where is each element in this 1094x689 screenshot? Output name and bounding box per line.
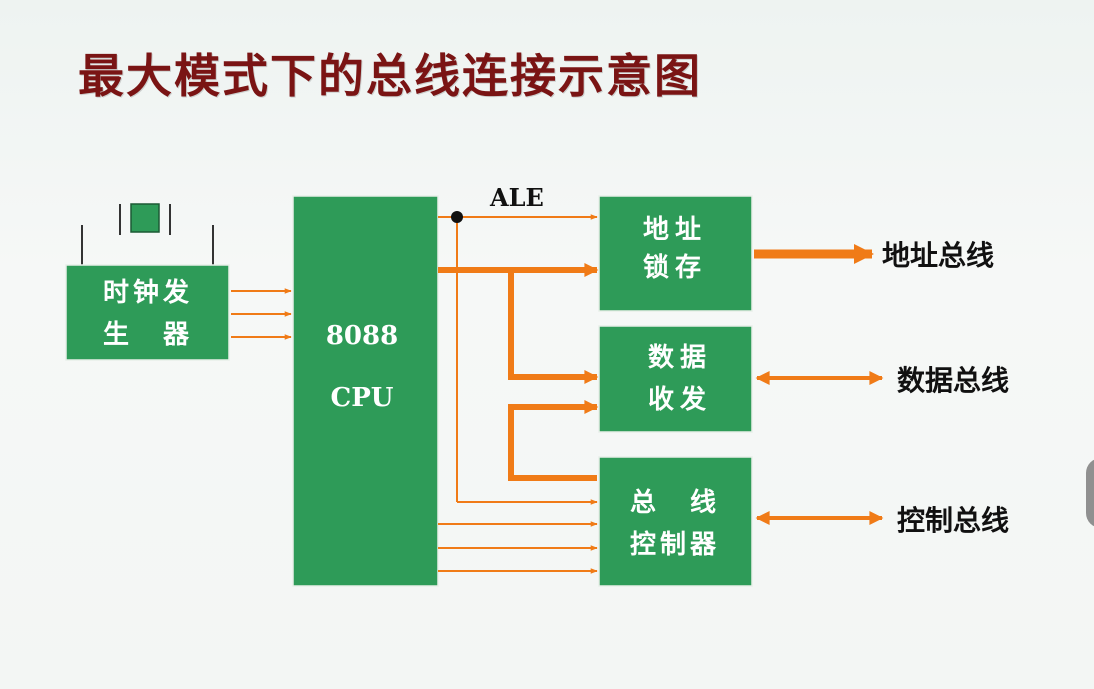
address-latch-line1: 地址 [643,215,707,245]
address-latch-block: 地址 锁存 [598,195,753,312]
output-bus-arrows [754,244,884,525]
cpu-label-line2: CPU [331,383,394,413]
data-transceiver-block: 数据 收发 [598,325,753,433]
cpu-label-line1: 8088 [326,321,398,351]
clock-label-line2: 生 器 [103,320,193,350]
ale-junction-dot [451,211,463,223]
crystal-icon [81,203,214,265]
address-latch-line2: 锁存 [643,252,707,283]
bus-controller-block: 总 线 控制器 [598,456,753,587]
ale-label: ALE [489,183,544,212]
control-bus-label: 控制总线 [897,504,1009,537]
cpu-to-latch-transceiver [438,263,599,384]
edge-decoration [1086,458,1094,528]
controller-to-transceiver [508,400,599,481]
ale-signal [438,214,598,505]
clock-generator-block: 时钟发 生 器 [65,264,230,361]
bus-controller-line2: 控制器 [630,530,720,560]
address-bus-label: 地址总线 [882,239,994,272]
data-transceiver-line2: 收发 [648,384,712,415]
data-bus-label: 数据总线 [897,364,1009,397]
clock-to-cpu-arrows [231,288,292,340]
page-title: 最大模式下的总线连接示意图 [78,49,702,103]
bus-controller-line1: 总 线 [630,488,720,518]
cpu-block: 8088 CPU [292,195,439,587]
clock-label-line1: 时钟发 [103,277,193,308]
cpu-to-controller-arrows [438,521,598,574]
data-transceiver-line1: 数据 [648,343,712,373]
